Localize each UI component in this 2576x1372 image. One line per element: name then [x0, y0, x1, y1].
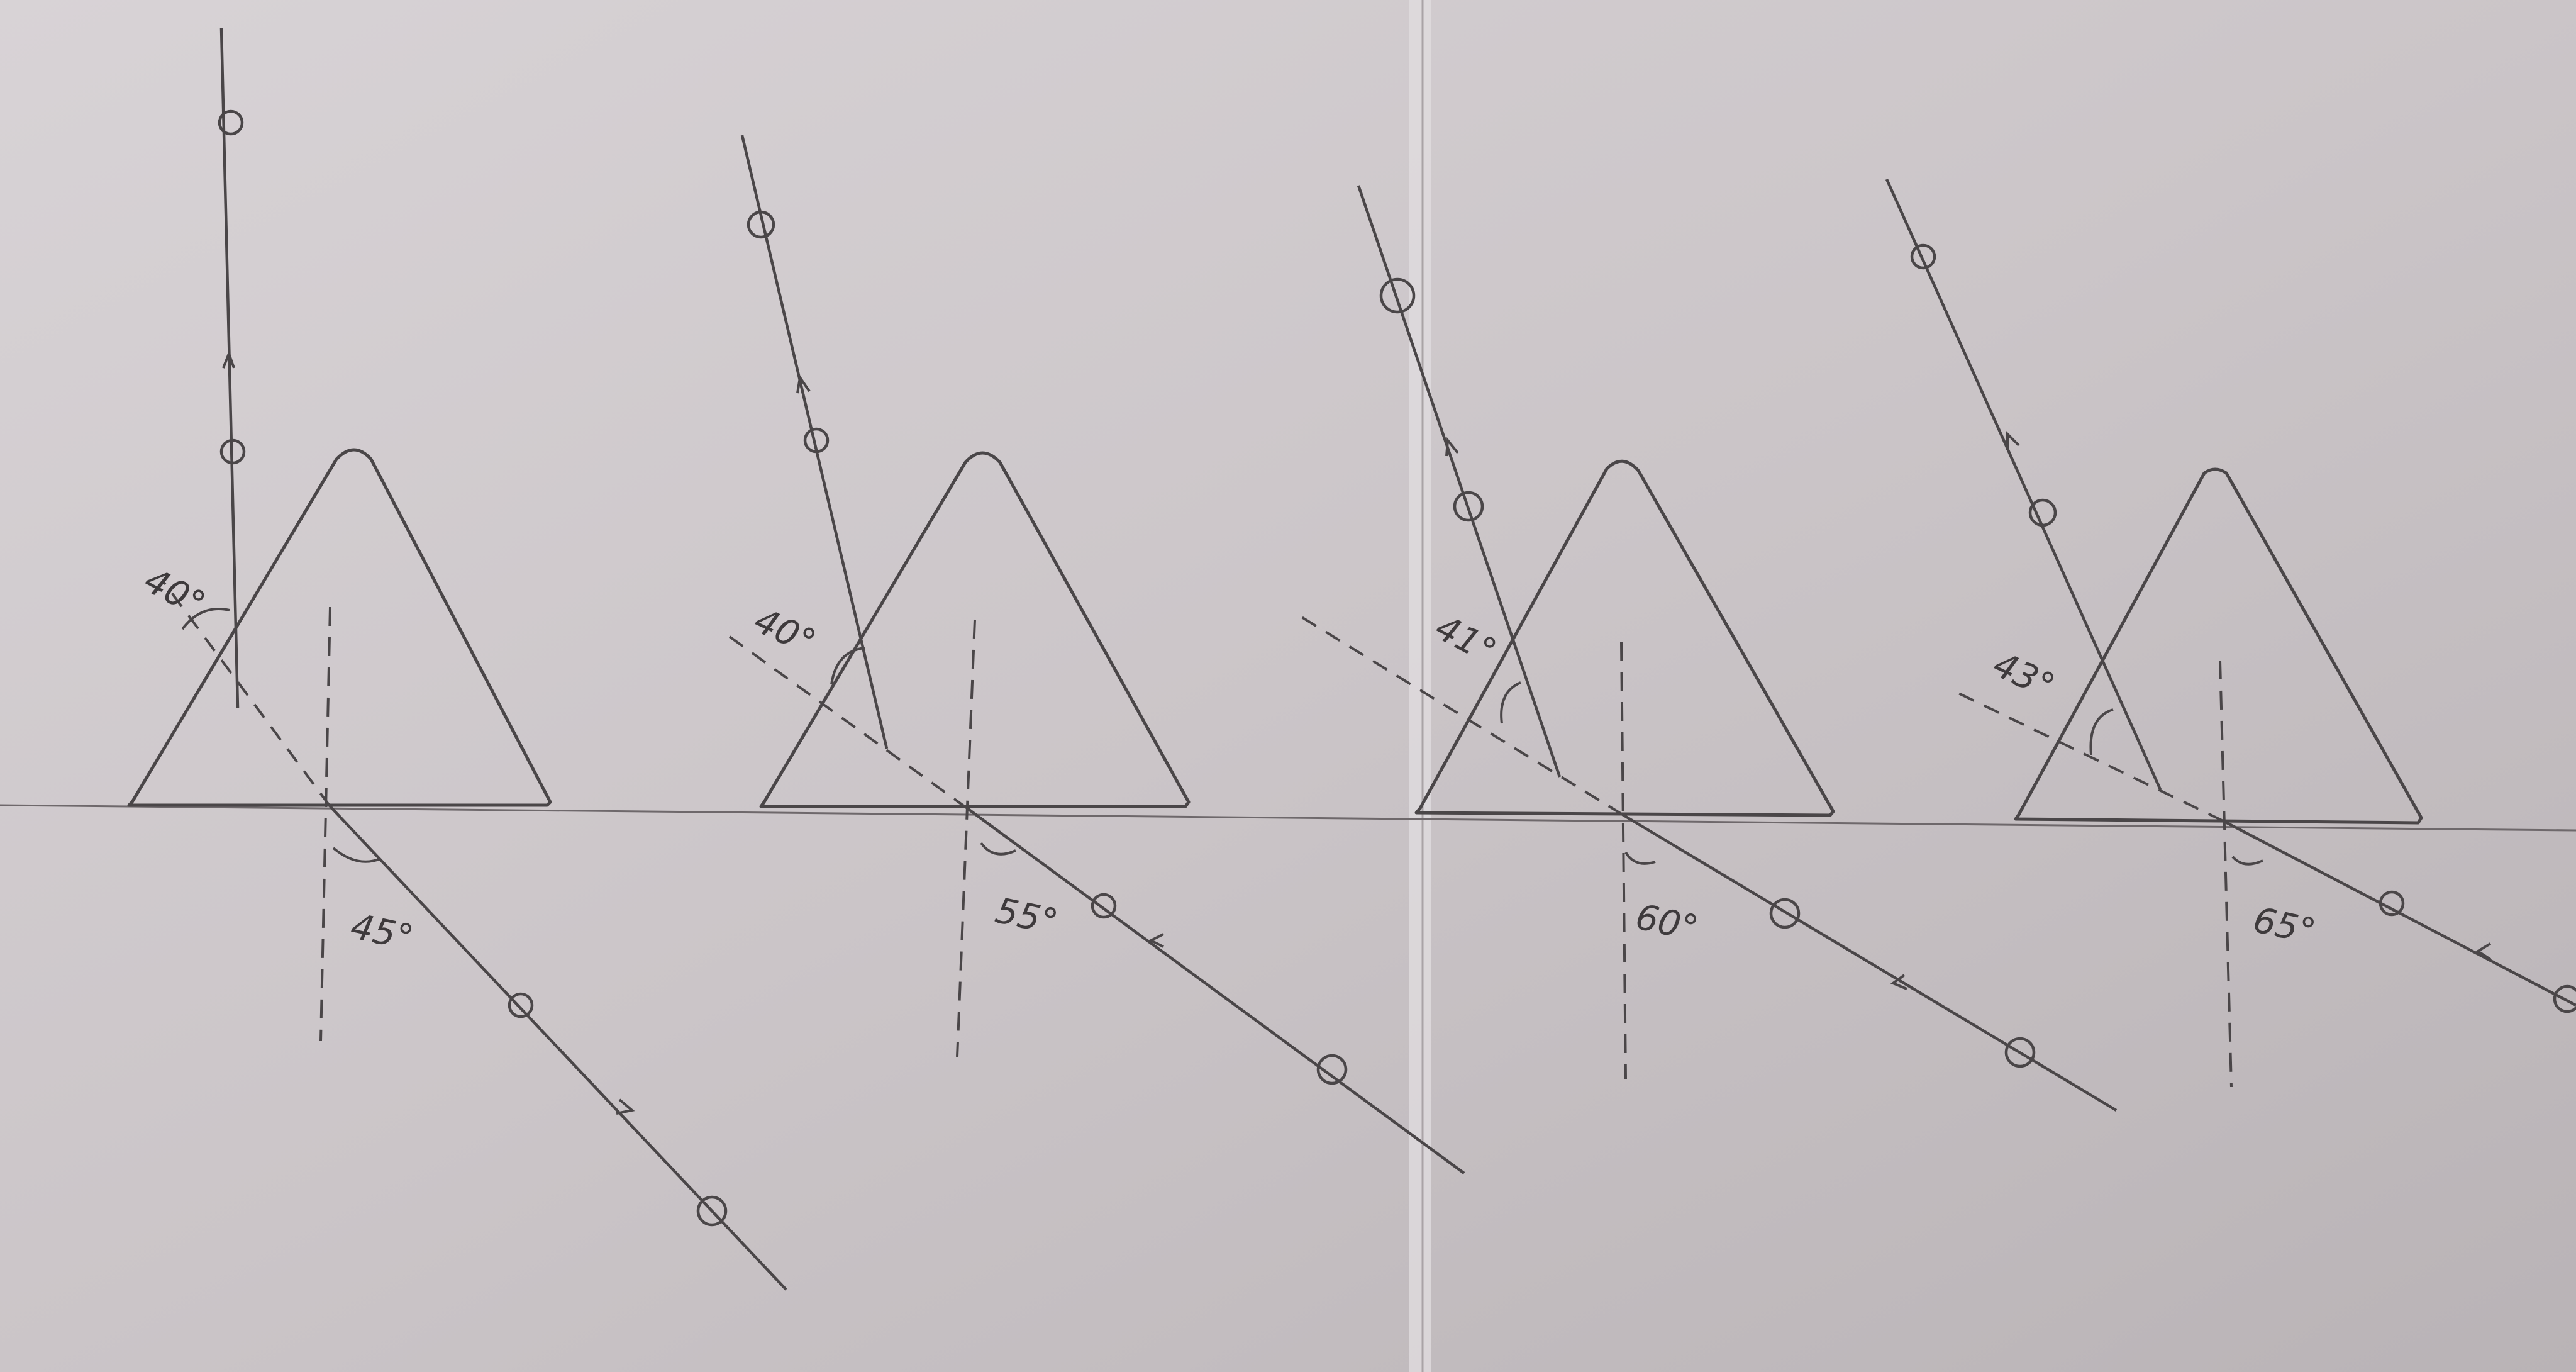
- prism-outline: [759, 451, 1191, 808]
- pin-marker: [1769, 898, 1801, 929]
- pin-marker: [1091, 893, 1117, 919]
- emergent-ray: [1885, 179, 2162, 790]
- prism-outline: [1414, 459, 1835, 817]
- pin-marker: [2004, 1037, 2036, 1068]
- prism-outline: [2014, 467, 2423, 825]
- angle-arc: [332, 847, 381, 863]
- pin-marker: [2553, 984, 2576, 1013]
- ray-extension: [728, 635, 969, 810]
- incident-ray: [1621, 813, 2118, 1112]
- angle-arc: [1500, 681, 1521, 724]
- pin-marker: [803, 427, 830, 454]
- paper-crease: [1409, 0, 1431, 1372]
- pin-marker: [2028, 498, 2057, 527]
- ray-arrow-icon: [1148, 933, 1164, 948]
- ray-arrow-icon: [1445, 437, 1459, 457]
- pin-marker: [1379, 277, 1416, 314]
- normal-line: [319, 606, 331, 1042]
- pin-marker: [696, 1195, 728, 1227]
- normal-line: [956, 619, 976, 1057]
- pin-marker: [1910, 243, 1936, 270]
- ray-arrow-icon: [796, 374, 811, 394]
- pin-marker: [1316, 1054, 1348, 1085]
- ray-arrow-icon: [2006, 431, 2020, 450]
- ray-arrow-icon: [616, 1098, 635, 1115]
- incident-ray: [966, 807, 1465, 1174]
- angle-arc: [2089, 708, 2114, 756]
- ray-arrow-icon: [222, 350, 235, 369]
- pin-marker: [218, 109, 244, 136]
- ray-extension: [1294, 612, 1624, 816]
- pin-marker: [747, 210, 775, 239]
- pin-marker: [2379, 890, 2405, 917]
- emergent-ray: [1357, 185, 1562, 778]
- prism-outline: [127, 448, 552, 807]
- setup-4: 65° 43°: [1885, 179, 2576, 1088]
- angle-arc: [181, 608, 230, 630]
- ray-extension: [1955, 691, 2224, 822]
- angle-arc: [2231, 856, 2263, 866]
- pin-marker: [508, 992, 534, 1018]
- ray-arrow-icon: [1890, 974, 1907, 990]
- pin-marker: [219, 438, 246, 465]
- angle-arc: [1624, 851, 1656, 865]
- angle-arc: [980, 842, 1016, 856]
- emergent-ray: [219, 28, 240, 708]
- pin-marker: [1453, 491, 1484, 522]
- angle-arc: [830, 647, 865, 685]
- base-line: [0, 804, 2576, 832]
- ray-arrow-icon: [2475, 942, 2492, 961]
- normal-line: [1620, 641, 1627, 1079]
- incident-ray: [329, 805, 787, 1291]
- normal-line: [2219, 660, 2233, 1088]
